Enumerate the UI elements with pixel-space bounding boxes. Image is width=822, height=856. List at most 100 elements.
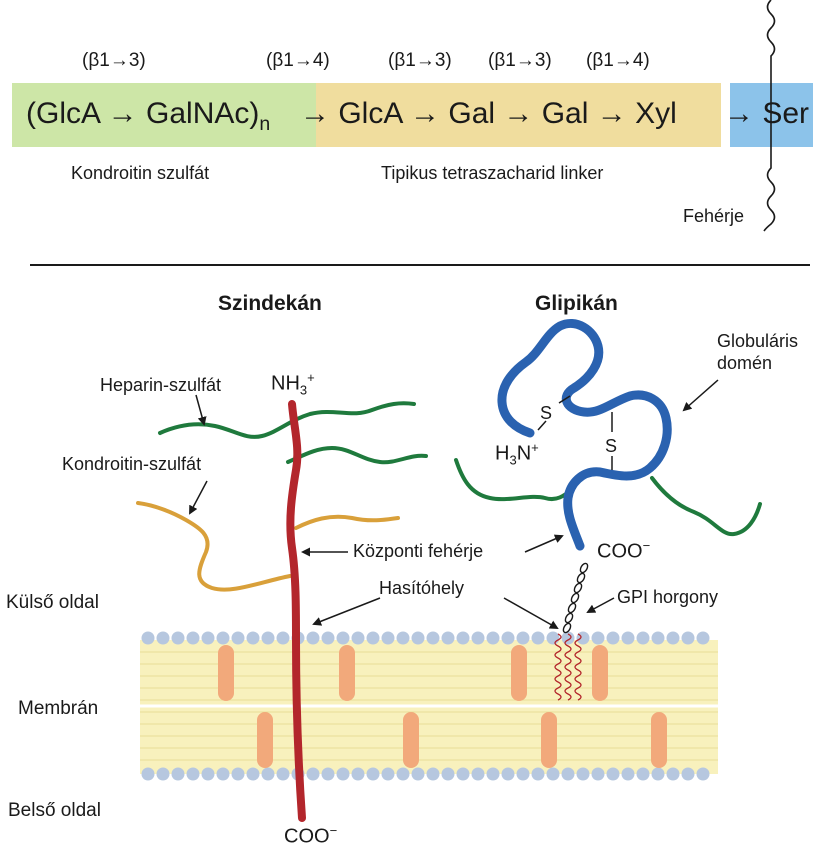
- lipid-head: [471, 767, 485, 781]
- syndecan-c-terminus: COO−: [284, 823, 338, 848]
- lipid-head: [231, 767, 245, 781]
- lipid-head: [261, 767, 275, 781]
- lipid-head: [321, 631, 335, 645]
- chondroitin-repeat-text: (GlcA → GalNAc)n: [26, 97, 271, 135]
- lipid-head: [411, 631, 425, 645]
- lipid-head: [336, 767, 350, 781]
- lipid-head: [246, 767, 260, 781]
- lipid-head: [516, 767, 530, 781]
- membrane-proteins: [218, 645, 667, 768]
- globular-domain-arrow: [682, 379, 719, 412]
- lipid-heads-inner: [141, 767, 710, 781]
- lipid-head: [546, 631, 560, 645]
- lipid-head: [471, 631, 485, 645]
- lipid-head: [321, 767, 335, 781]
- lipid-head: [426, 631, 440, 645]
- lipid-head: [501, 631, 515, 645]
- heparin-arrow: [195, 394, 207, 426]
- lipid-head: [636, 767, 650, 781]
- syndecan-n-terminus: NH3+: [271, 370, 315, 398]
- lipid-head: [666, 631, 680, 645]
- lipid-head: [306, 767, 320, 781]
- lipid-head: [456, 631, 470, 645]
- lipid-head: [576, 631, 590, 645]
- globular-domain-label: Globuláris domén: [717, 331, 799, 373]
- section-divider: [30, 264, 810, 266]
- lipid-head: [636, 631, 650, 645]
- glypican-n-terminus: H3N+: [495, 440, 539, 468]
- core-protein-label: Központi fehérje: [353, 541, 484, 561]
- bond-label-4: (β1→3): [488, 50, 552, 71]
- lipid-head: [276, 767, 290, 781]
- inner-side-label: Belső oldal: [8, 800, 101, 821]
- linker-caption: Tipikus tetraszacharid linker: [381, 163, 604, 183]
- gpi-arrow: [586, 597, 615, 613]
- lipid-head: [231, 631, 245, 645]
- lipid-head: [621, 631, 635, 645]
- lipid-head: [246, 631, 260, 645]
- lipid-head: [621, 767, 635, 781]
- bond-label-3: (β1→3): [388, 50, 452, 71]
- cleavage-arrow-glypican: [503, 597, 559, 629]
- lipid-head: [651, 631, 665, 645]
- gpi-anchor: [562, 562, 589, 634]
- disulfide-bond-1b: [558, 395, 571, 404]
- cleavage-site-label: Hasítóhely: [379, 578, 465, 598]
- lipid-head: [561, 767, 575, 781]
- lipid-head: [156, 631, 170, 645]
- lipid-head: [381, 767, 395, 781]
- protein-caption: Fehérje: [683, 206, 745, 226]
- syndecan-core-protein: [286, 400, 306, 822]
- lipid-head: [591, 631, 605, 645]
- lipid-head: [591, 767, 605, 781]
- lipid-head: [516, 631, 530, 645]
- lipid-head: [606, 767, 620, 781]
- lipid-head: [201, 767, 215, 781]
- lipid-head: [216, 631, 230, 645]
- glypican-heparan-chain-2: [650, 476, 762, 537]
- lipid-head: [141, 631, 155, 645]
- bond-label-2: (β1→4): [266, 50, 330, 71]
- lipid-head: [171, 631, 185, 645]
- lipid-bilayer: [140, 640, 718, 774]
- linker-box: [316, 83, 721, 147]
- chondroitin-sulfate-label: Kondroitin-szulfát: [62, 454, 202, 474]
- chondroitin-repeat-box: [12, 83, 316, 147]
- lipid-head: [141, 767, 155, 781]
- lipid-head: [396, 631, 410, 645]
- disulfide-s-label-2: S: [605, 436, 617, 456]
- glypican-protein: [497, 319, 672, 551]
- lipid-head: [351, 767, 365, 781]
- lipid-head: [666, 767, 680, 781]
- lipid-head: [546, 767, 560, 781]
- lipid-head: [651, 767, 665, 781]
- linker-sequence-text: → GlcA → Gal → Gal → Xyl: [300, 97, 677, 130]
- glypican-title: Glipikán: [535, 292, 618, 315]
- lipid-head: [561, 631, 575, 645]
- lipid-head: [441, 767, 455, 781]
- membrane-label: Membrán: [18, 698, 99, 719]
- lipid-head: [276, 631, 290, 645]
- outer-side-label: Külső oldal: [6, 592, 99, 613]
- cleavage-arrow-syndecan: [312, 597, 381, 626]
- lipid-head: [261, 631, 275, 645]
- chondroitin-sulfate-chain-2: [294, 514, 400, 530]
- lipid-head: [351, 631, 365, 645]
- lipid-head: [681, 767, 695, 781]
- lipid-head: [186, 631, 200, 645]
- protein-strand: [763, 0, 776, 232]
- lipid-head: [381, 631, 395, 645]
- lipid-head: [201, 631, 215, 645]
- ser-text: → Ser: [724, 97, 810, 130]
- gpi-anchor-label: GPI horgony: [617, 587, 719, 607]
- lipid-head: [696, 767, 710, 781]
- lipid-head: [156, 767, 170, 781]
- lipid-head: [366, 767, 380, 781]
- glypican-c-terminus: COO−: [597, 538, 651, 563]
- lipid-head: [216, 767, 230, 781]
- chondroitin-arrow: [189, 480, 208, 515]
- lipid-head: [396, 767, 410, 781]
- core-protein-arrow-glypican: [524, 534, 564, 553]
- lipid-head: [606, 631, 620, 645]
